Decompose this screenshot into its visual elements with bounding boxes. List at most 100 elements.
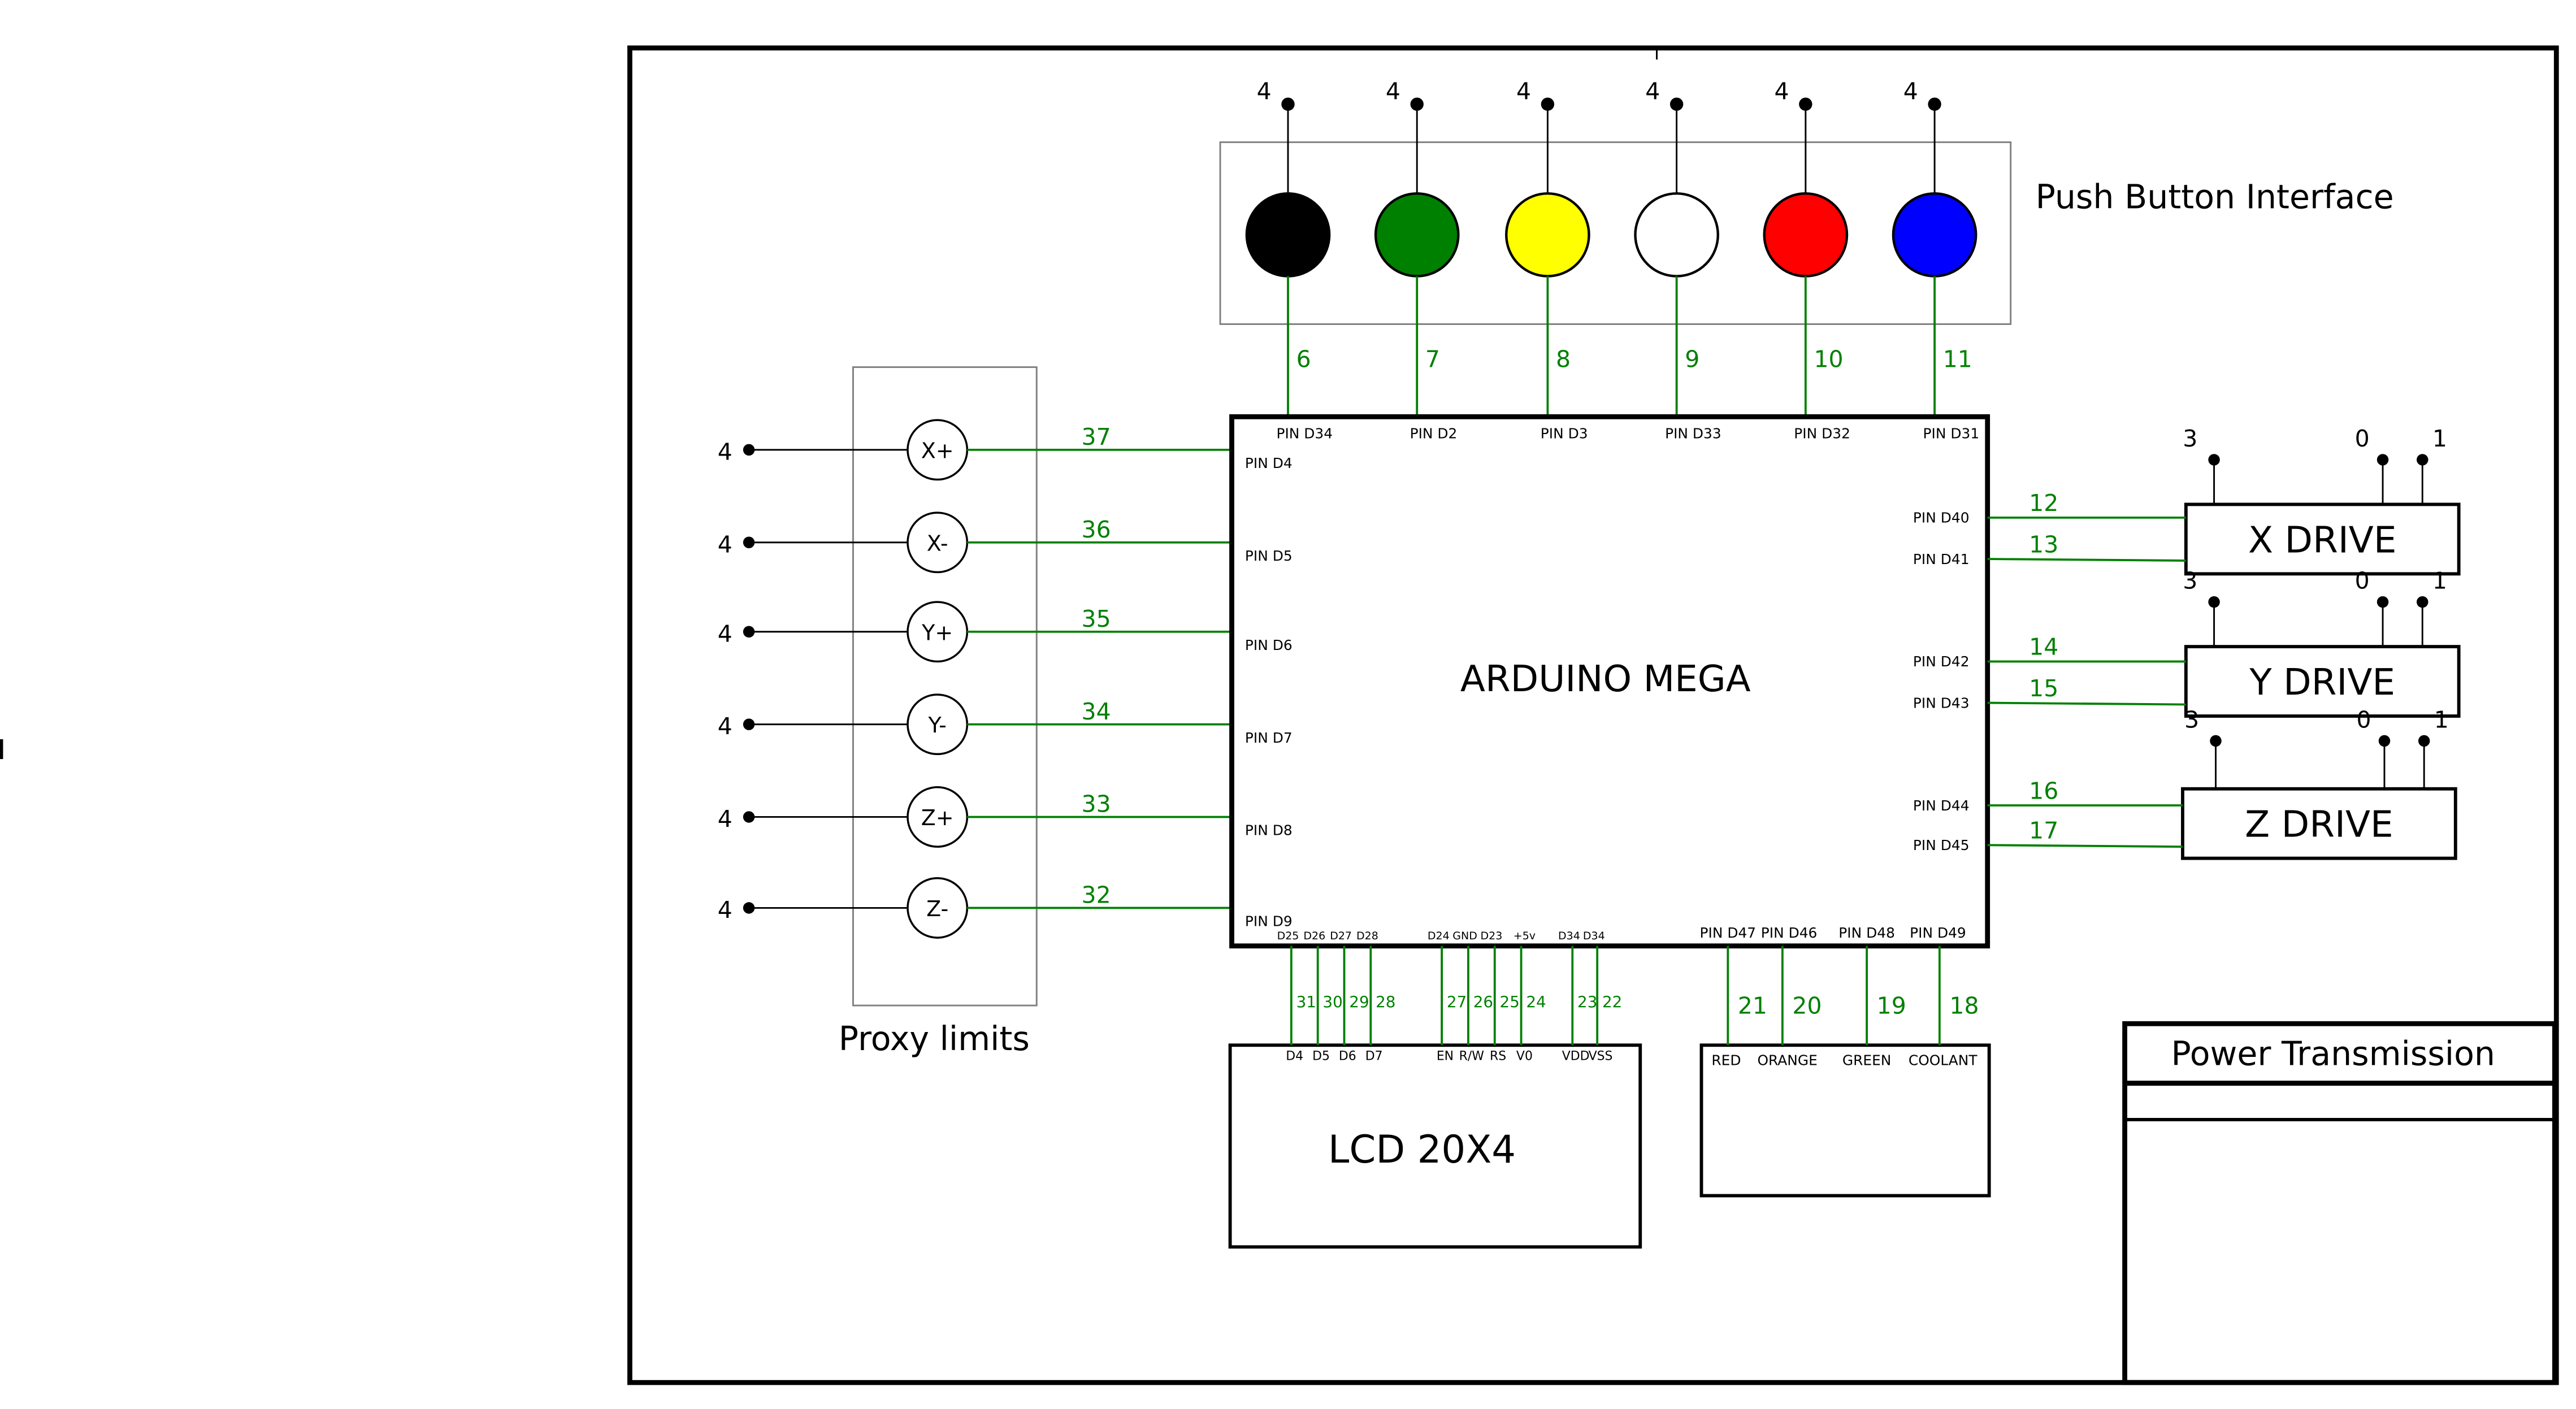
mega-pin-label: D25	[1277, 930, 1299, 942]
drive-box	[2184, 502, 2461, 576]
lcd-connections: D2531D4D2630D5D2729D6D2828D7D2427ENGND26…	[1277, 930, 1623, 1064]
drive-terminal-label: 3	[2184, 706, 2199, 733]
mega-pin-label: PIN D40	[1913, 510, 1970, 526]
mega-pin-label: D24	[1428, 930, 1450, 942]
mega-pin-label: PIN D6	[1245, 637, 1293, 653]
wire	[1987, 701, 2186, 706]
terminal-label: 4	[1645, 78, 1660, 105]
proxy-switch-name: Z+	[921, 805, 954, 830]
wire-number: 22	[1602, 992, 1622, 1011]
wire-number: 23	[1577, 992, 1597, 1011]
terminal-dot	[2418, 735, 2430, 747]
mega-pin-label: PIN D43	[1913, 695, 1970, 711]
wire-number: 15	[2029, 675, 2058, 702]
terminal-label: 4	[718, 713, 732, 740]
wire-number: 16	[2029, 777, 2058, 804]
mega-pin-label: PIN D7	[1245, 730, 1293, 746]
lcd-pin-label: VSS	[1589, 1050, 1613, 1064]
drive-label: Y DRIVE	[2249, 661, 2395, 704]
lcd-pin-label: D5	[1312, 1050, 1330, 1064]
push-button-enclosure	[1219, 141, 2012, 325]
wire-number: 8	[1556, 346, 1571, 373]
mega-pin-label: PIN D3	[1541, 425, 1588, 441]
terminal-dot	[1669, 97, 1684, 111]
drive-terminal-label: 1	[2432, 425, 2447, 452]
mega-pin-label: PIN D48	[1838, 925, 1895, 941]
mega-pin-label: PIN D32	[1794, 425, 1850, 441]
wire-number: 18	[1949, 992, 1979, 1020]
drive-terminal-label: 0	[2357, 706, 2371, 733]
terminal-label: 4	[1903, 78, 1918, 105]
lcd-pin-label: D6	[1339, 1050, 1356, 1064]
indicator-label: GREEN	[1842, 1052, 1892, 1068]
title-block-title: Power Transmission	[2171, 1034, 2496, 1073]
mega-pin-label: PIN D31	[1923, 425, 1980, 441]
push-button-cap	[1374, 192, 1460, 278]
mega-pin-label: PIN D4	[1245, 455, 1293, 471]
terminal-dot	[2417, 596, 2428, 608]
drawing-frame	[627, 45, 2559, 1385]
mega-pin-label: D34	[1558, 930, 1580, 942]
lcd-pin-label: D7	[1365, 1050, 1383, 1064]
proxy-switch-name: X+	[921, 439, 954, 463]
mega-pin-label: D23	[1480, 930, 1502, 942]
wire-number: 36	[1082, 516, 1111, 543]
wire-number: 13	[2029, 531, 2058, 558]
mega-pin-label: PIN D33	[1665, 425, 1721, 441]
indicator-label: COOLANT	[1909, 1052, 1978, 1068]
terminal-label: 4	[718, 620, 732, 647]
proxy-switch-name: X-	[927, 531, 948, 556]
drive-box	[2181, 787, 2457, 860]
mega-pin-label: PIN D41	[1913, 551, 1970, 567]
lcd-module: LCD 20X4 D2531D4D2630D5D2729D6D2828D7D24…	[1228, 930, 1642, 1249]
arduino-mega-label: ARDUINO MEGA	[1460, 658, 1751, 700]
wire-number: 35	[1082, 605, 1111, 632]
wire-number: 14	[2029, 634, 2058, 661]
terminal-label: 4	[718, 896, 732, 924]
wire-number: 28	[1376, 992, 1395, 1011]
push-button-cap	[1763, 192, 1849, 278]
arduino-mega: ARDUINO MEGA	[1229, 414, 1990, 949]
drive-label: Z DRIVE	[2245, 804, 2393, 846]
wire-number: 21	[1738, 992, 1767, 1020]
indicator-label: ORANGE	[1757, 1052, 1817, 1068]
lcd-pin-label: VDD	[1562, 1050, 1590, 1064]
lcd-label: LCD 20X4	[1328, 1128, 1516, 1172]
mega-pin-label: PIN D44	[1913, 797, 1970, 814]
terminal-dot	[2417, 454, 2428, 466]
push-button-cap	[1245, 192, 1331, 278]
terminal-dot	[2208, 596, 2220, 608]
mega-pin-label: D34	[1583, 930, 1605, 942]
lcd-pin-label: V0	[1516, 1050, 1533, 1064]
terminal-dot	[1799, 97, 1812, 111]
mega-pin-label: D26	[1303, 930, 1325, 942]
wire-number: 33	[1082, 791, 1111, 818]
mega-pin-label: PIN D49	[1910, 925, 1966, 941]
mega-pin-label: PIN D46	[1761, 925, 1818, 941]
wire-number: 29	[1349, 992, 1369, 1011]
wire	[1987, 844, 2183, 848]
mega-pin-label: PIN D2	[1410, 425, 1458, 441]
terminal-label: 4	[1386, 78, 1400, 105]
